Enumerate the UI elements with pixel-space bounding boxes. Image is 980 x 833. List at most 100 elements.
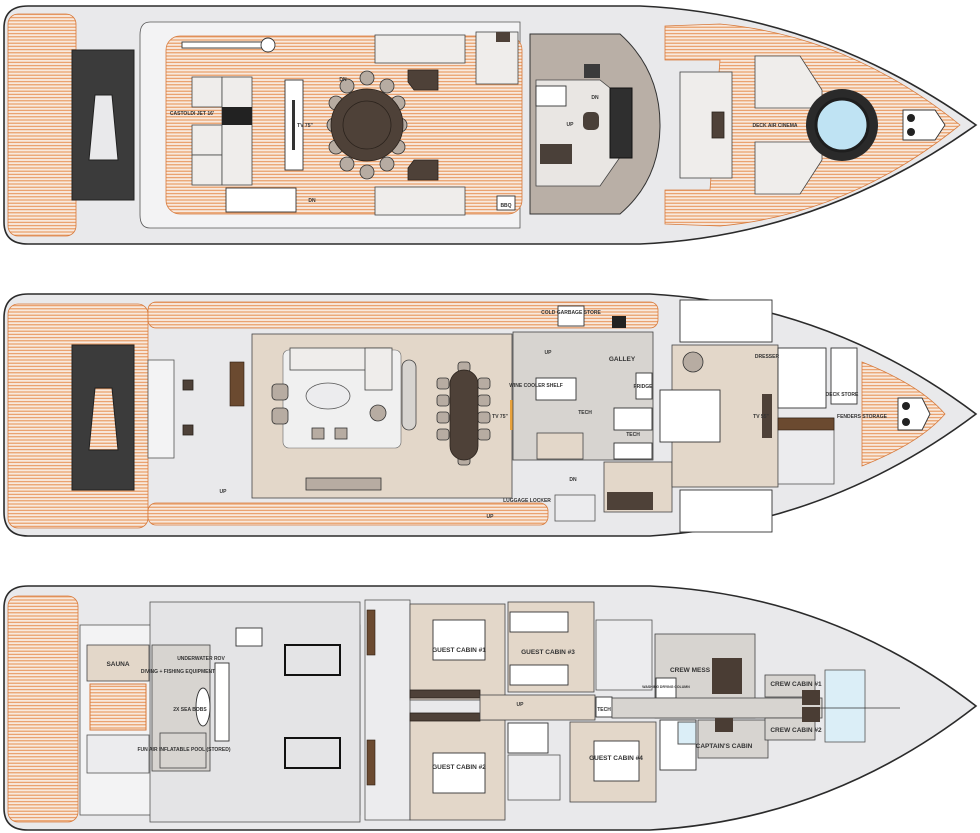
sunpad	[191, 124, 223, 156]
dining-chair	[477, 428, 491, 441]
fridge	[635, 372, 653, 400]
bed	[432, 619, 486, 661]
tender	[71, 344, 135, 491]
label-deck-store: DECK STORE	[826, 392, 859, 398]
crane-winch	[260, 37, 276, 53]
port-side-walkway	[147, 301, 659, 329]
label-sea-bobs: 2X SEA BOBS	[173, 707, 207, 713]
inflatable-pool-storage	[159, 732, 207, 769]
label-crew-cabin-2: CREW CABIN #2	[770, 727, 822, 734]
bbq-grill	[496, 195, 516, 211]
helm-chair	[583, 112, 599, 130]
jacuzzi-pool	[814, 97, 870, 153]
label-tech: TECH	[578, 410, 592, 416]
fireplace	[510, 400, 515, 430]
pouf	[334, 427, 348, 440]
armchair	[271, 383, 289, 401]
guest-bathroom	[595, 619, 653, 691]
crew-bunk-table	[802, 690, 820, 705]
aft-table	[182, 424, 194, 436]
label-guest-cabin-2: GUEST CABIN #2	[432, 764, 486, 771]
tech-cabinet	[613, 442, 653, 460]
tv-screen	[292, 100, 295, 150]
table-lazy-susan	[342, 100, 392, 150]
crew-bunk-table	[802, 707, 820, 722]
anchor-winch-icon	[902, 402, 910, 410]
galley-stair	[535, 377, 577, 401]
round-dining-table	[330, 88, 404, 162]
armchair	[271, 407, 289, 425]
anchor-winch-icon	[902, 418, 910, 426]
label-up: UP	[487, 514, 495, 520]
label-sauna: SAUNA	[106, 661, 129, 668]
label-guest-cabin-3: GUEST CABIN #3	[521, 649, 575, 656]
label-dn: DN	[569, 477, 577, 483]
owner-wardrobe-stbd	[679, 489, 773, 533]
label-galley: GALLEY	[609, 356, 636, 363]
wheelhouse-sofa	[540, 144, 572, 164]
bed	[432, 752, 486, 794]
label-washing-drying-column: WASHING DRYING COLUMN	[642, 685, 690, 689]
main-stair	[536, 432, 584, 460]
main-deck-plan: COLD GARBAGE STORE GALLEY UP WINE COOLER…	[3, 293, 978, 537]
dining-set	[436, 361, 491, 466]
upper-stern-teak	[7, 13, 77, 237]
dining-chair	[359, 70, 375, 86]
crew-bathrooms	[824, 669, 866, 743]
stair-down	[535, 85, 567, 107]
office-desk	[607, 492, 653, 510]
label-bbq: BBQ	[500, 203, 511, 209]
tender-jet	[71, 49, 135, 201]
twin-bed	[509, 611, 569, 633]
label-up: UP	[567, 122, 575, 128]
label-tv: TV 75"	[297, 123, 313, 129]
bar-unit	[496, 32, 510, 42]
cabin-desk	[409, 689, 481, 699]
label-diving-fishing-equipment: DIVING + FISHING EQUIPMENT	[141, 669, 215, 675]
dining-chair	[477, 411, 491, 424]
label-fridge: FRIDGE	[634, 384, 654, 390]
beach-shower	[86, 734, 150, 774]
anchor-winch-icon	[907, 114, 915, 122]
anchor-winch-icon	[907, 128, 915, 136]
garage-stair	[235, 627, 263, 647]
side-table	[407, 69, 439, 91]
day-head	[554, 494, 596, 522]
label-dn: DN	[591, 95, 599, 101]
label-dn: DN	[308, 198, 316, 204]
owner-tv-cabinet	[762, 394, 772, 438]
owner-wardrobe-port	[679, 299, 773, 343]
salon-chaise	[364, 347, 393, 391]
label-crew-cabin-1: CREW CABIN #1	[770, 681, 822, 688]
guest-bathroom	[507, 754, 561, 801]
fore-coffee-table	[711, 111, 725, 139]
twin-bed	[509, 664, 569, 686]
dining-chair	[379, 78, 395, 94]
engine	[284, 644, 341, 676]
label-castoldi-jet: CASTOLDI JET 16'	[170, 111, 214, 117]
owner-armchair	[682, 351, 704, 373]
dining-chair	[436, 394, 450, 407]
tech-stair	[613, 407, 653, 431]
stbd-side-walkway	[147, 502, 549, 526]
vanity	[366, 739, 376, 786]
label-cold-garbage-store: COLD GARBAGE STORE	[541, 310, 601, 316]
round-dining-set	[326, 70, 408, 180]
dining-table	[449, 369, 479, 461]
pouf	[311, 427, 325, 440]
dining-chair	[436, 377, 450, 390]
round-armchair	[369, 404, 387, 422]
beach-lounge-teak	[89, 683, 147, 731]
dining-chair	[477, 394, 491, 407]
side-table	[407, 159, 439, 181]
aft-stairs-down	[225, 187, 297, 213]
dining-chair	[359, 164, 375, 180]
crew-corridor	[611, 697, 823, 719]
garage-cabinets	[214, 662, 230, 742]
vanity	[366, 609, 376, 656]
captains-desk	[715, 718, 733, 732]
label-dn: DN	[339, 77, 347, 83]
sideboard	[305, 477, 382, 491]
sunpad	[191, 76, 223, 108]
helm-console	[609, 87, 633, 159]
